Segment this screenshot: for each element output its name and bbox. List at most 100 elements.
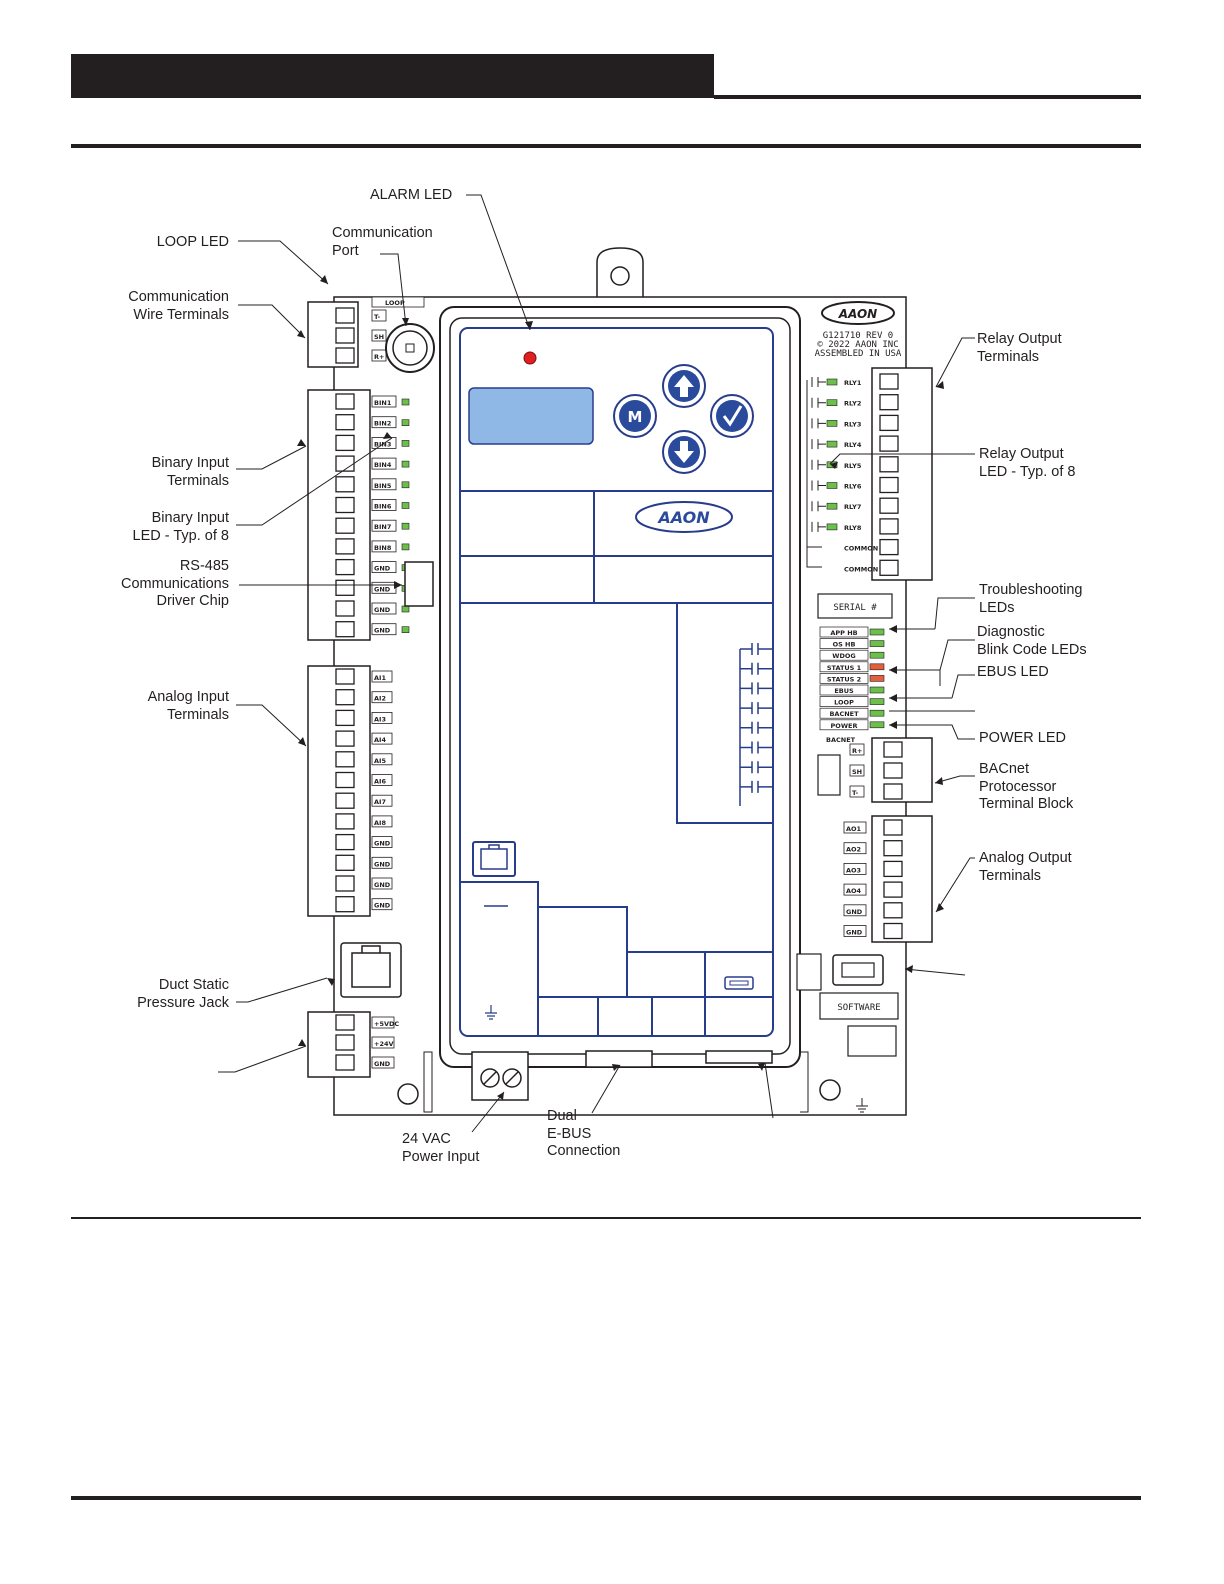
ai-terms-screw[interactable] (335, 730, 355, 747)
bin-terms-screw[interactable] (335, 496, 355, 514)
status-led (869, 675, 885, 682)
ao-terms-screw[interactable] (883, 881, 903, 898)
down-button[interactable] (662, 430, 706, 474)
ao-terms-screw[interactable] (883, 922, 903, 940)
ai-terms-screw[interactable] (335, 896, 355, 913)
status-led-label: POWER (831, 722, 858, 730)
bin-terms-screw[interactable] (335, 455, 355, 472)
analog-output-block[interactable] (871, 815, 933, 943)
bin-terms-screw[interactable] (335, 393, 355, 410)
tb4-terms-screw[interactable] (335, 1034, 355, 1051)
relay-contact-symbol (740, 662, 773, 675)
relay-contact-symbol (740, 741, 773, 754)
ai-terms-screw[interactable] (335, 854, 355, 871)
bin-terms-screw[interactable] (335, 558, 355, 576)
leader-lines (218, 194, 975, 1133)
ai-terms-label-box (371, 856, 393, 869)
relay-contact-symbol (740, 780, 773, 793)
comm-terms-screw[interactable] (335, 347, 355, 364)
ai-terms-label-box (371, 732, 393, 745)
ai-terms-screw[interactable] (335, 709, 355, 727)
ao-terms-screw[interactable] (883, 860, 903, 878)
bacnet-terms-screw[interactable] (883, 741, 903, 758)
comm-terms-label-box (371, 329, 387, 342)
relay-contact-symbol (740, 643, 773, 655)
bin-terms-screw[interactable] (335, 579, 355, 596)
relay-terms-screw[interactable] (879, 456, 899, 473)
comm-terms-screw[interactable] (335, 307, 355, 324)
ai-terms-screw[interactable] (335, 875, 355, 892)
bacnet-terms-screw[interactable] (883, 783, 903, 800)
panel-ground-icon (485, 1005, 497, 1020)
bin-terms-led (401, 522, 410, 530)
ai-terms-screw[interactable] (335, 689, 355, 706)
ao-terms-screw[interactable] (883, 840, 903, 857)
ai-terms-label: AI6 (374, 778, 386, 786)
enter-button[interactable] (710, 394, 754, 438)
ai-terms-screw[interactable] (335, 813, 355, 830)
relay-terms-screw[interactable] (879, 538, 899, 556)
bin-terms-screw[interactable] (335, 434, 355, 452)
tb4-terms-label: +24V (374, 1040, 394, 1048)
bin-terms-screw[interactable] (335, 517, 355, 534)
relay-terms-screw[interactable] (879, 435, 899, 452)
relay-terms-screw[interactable] (879, 373, 899, 390)
communication-port[interactable] (385, 323, 435, 373)
ai-terms-screw[interactable] (335, 668, 355, 685)
bin-terms-screw[interactable] (335, 538, 355, 555)
up-button[interactable] (662, 364, 706, 408)
status-led-label: BACNET (829, 710, 859, 718)
ao-terms-screw[interactable] (883, 819, 903, 836)
bacnet-terms-screw[interactable] (883, 762, 903, 779)
tb4-terms-screw[interactable] (335, 1014, 355, 1031)
bin-terms-screw[interactable] (335, 414, 355, 431)
relay-terms-screw[interactable] (879, 394, 899, 411)
bin-terms-led (401, 398, 410, 406)
relay-terms-label: RLY2 (844, 400, 861, 408)
duct-static-jack[interactable] (340, 942, 402, 998)
usb-port[interactable] (832, 954, 884, 986)
bacnet-terms-label-box (849, 743, 865, 756)
relay-terms-screw[interactable] (879, 559, 899, 576)
tb4-terms-screw[interactable] (335, 1054, 355, 1071)
ai-terms-label: GND (374, 840, 391, 848)
binary-input-block[interactable] (307, 389, 371, 641)
bin-terms-screw[interactable] (335, 476, 355, 493)
ao-terms-screw[interactable] (883, 902, 903, 919)
bin-terms-screw[interactable] (335, 600, 355, 617)
power-input-connector[interactable] (471, 1051, 529, 1101)
bin-terms-label: GND (374, 565, 391, 573)
bacnet-terms-label: R+ (852, 747, 862, 755)
status-led-label: APP HB (830, 629, 857, 637)
relay-terms-label: RLY5 (844, 462, 862, 470)
ai-terms-screw[interactable] (335, 833, 355, 851)
serial-box: SERIAL # (833, 603, 877, 613)
bacnet-terms-label-box (849, 764, 865, 777)
status-led-label: OS HB (833, 641, 856, 649)
ao-terms-label: AO2 (846, 846, 861, 854)
bin-terms-screw[interactable] (335, 621, 355, 638)
menu-button[interactable]: M (613, 394, 657, 438)
relay-terms-screw[interactable] (879, 414, 899, 432)
ebus-connector-2[interactable] (705, 1050, 773, 1064)
ai-terms-screw[interactable] (335, 751, 355, 768)
analog-input-block[interactable] (307, 665, 371, 917)
ai-terms-screw[interactable] (335, 792, 355, 809)
bin-terms-label-box (371, 602, 397, 615)
ai-terms-screw[interactable] (335, 771, 355, 789)
tb4-terms-label-box (371, 1016, 395, 1029)
ebus-connector-1[interactable] (585, 1050, 653, 1068)
status-led (869, 709, 885, 717)
ai-terms-label: AI5 (374, 757, 386, 765)
tb4-terms-label: GND (374, 1060, 391, 1068)
status-led-label: STATUS 1 (827, 664, 862, 672)
relay-terms-screw[interactable] (879, 476, 899, 494)
status-led-label: WDOG (832, 652, 855, 660)
comm-terms-screw[interactable] (335, 327, 355, 344)
relay-terms-screw[interactable] (879, 518, 899, 535)
figure-rule (71, 1217, 1141, 1219)
relay-terms-screw[interactable] (879, 497, 899, 514)
